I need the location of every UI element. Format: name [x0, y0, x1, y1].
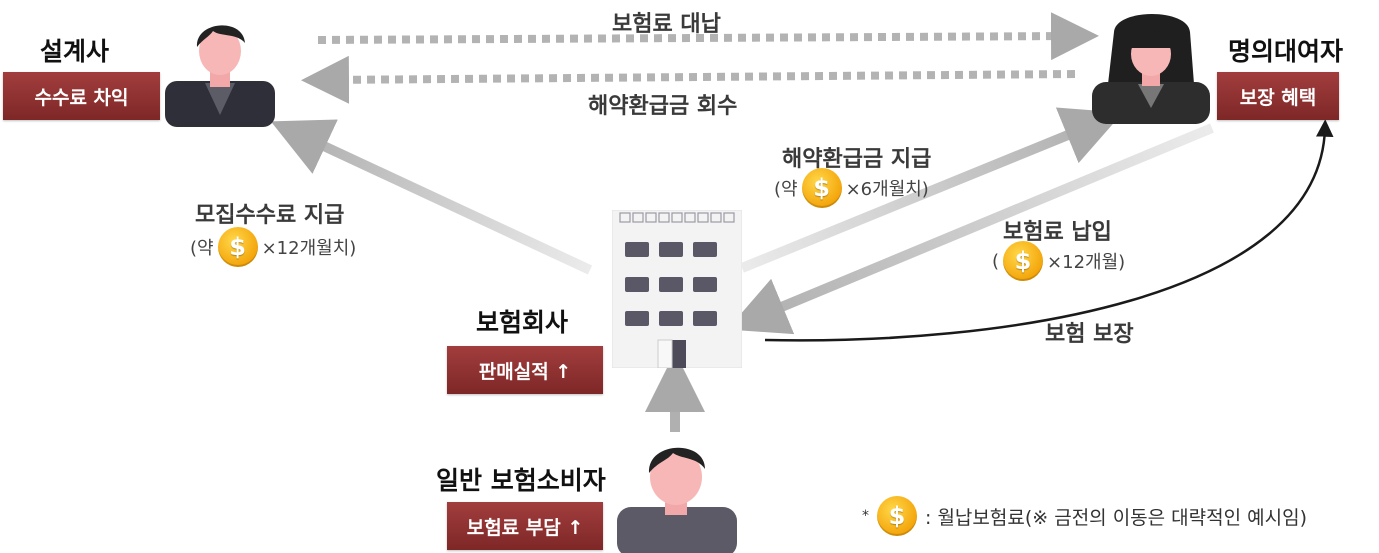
- premium-pay-label: 보험료 납입: [1003, 220, 1112, 245]
- company-title: 보험회사: [476, 308, 569, 337]
- premium-pay-amount: ( $ ×12개월): [992, 241, 1125, 281]
- refund-recover-label: 해약환급금 회수: [588, 94, 738, 119]
- coin-icon: $: [801, 168, 842, 208]
- building-icon: [612, 210, 742, 368]
- refund-pay-label: 해약환급금 지급: [782, 147, 932, 172]
- company-tag: 판매실적 ↑: [447, 346, 603, 394]
- premium-proxy-label: 보험료 대납: [612, 12, 721, 37]
- commission-prefix: (약: [190, 238, 214, 259]
- arrow-refund-recover: [301, 55, 1076, 104]
- arrow-premium-proxy: [317, 12, 1099, 61]
- legend-text: : 월납보험료(※ 금전의 이동은 대략적인 예시임): [925, 506, 1307, 529]
- refund-pay-suffix: ×6개월치): [845, 179, 929, 200]
- consumer-person-icon: [617, 447, 737, 553]
- coin-icon: $: [877, 496, 917, 536]
- commission-suffix: ×12개월치): [261, 238, 357, 259]
- legend: * $ : 월납보험료(※ 금전의 이동은 대략적인 예시임): [862, 496, 1307, 536]
- consumer-tag: 보험료 부담 ↑: [447, 502, 603, 550]
- coin-icon: $: [1003, 241, 1044, 281]
- legend-asterisk: *: [862, 508, 869, 524]
- coverage-label: 보험 보장: [1045, 322, 1134, 347]
- lender-person-icon: [1092, 14, 1210, 124]
- designer-person-icon: [165, 25, 275, 127]
- consumer-title: 일반 보험소비자: [436, 466, 606, 495]
- arrow-commission: [270, 119, 593, 275]
- lender-title: 명의대여자: [1228, 37, 1344, 66]
- designer-tag: 수수료 차익: [3, 72, 160, 120]
- refund-pay-amount: (약 $ ×6개월치): [774, 168, 929, 208]
- refund-pay-prefix: (약: [774, 179, 798, 200]
- arrow-refund-pay: [740, 107, 1123, 273]
- arrow-coverage: [764, 119, 1334, 342]
- premium-pay-suffix: ×12개월): [1047, 252, 1126, 273]
- coin-icon: $: [217, 227, 258, 267]
- arrow-premium-pay: [727, 123, 1214, 335]
- commission-amount: (약 $ ×12개월치): [190, 227, 356, 267]
- commission-label: 모집수수료 지급: [195, 203, 345, 228]
- lender-tag: 보장 혜택: [1217, 72, 1339, 120]
- designer-title: 설계사: [40, 37, 110, 66]
- premium-pay-prefix: (: [992, 250, 1000, 272]
